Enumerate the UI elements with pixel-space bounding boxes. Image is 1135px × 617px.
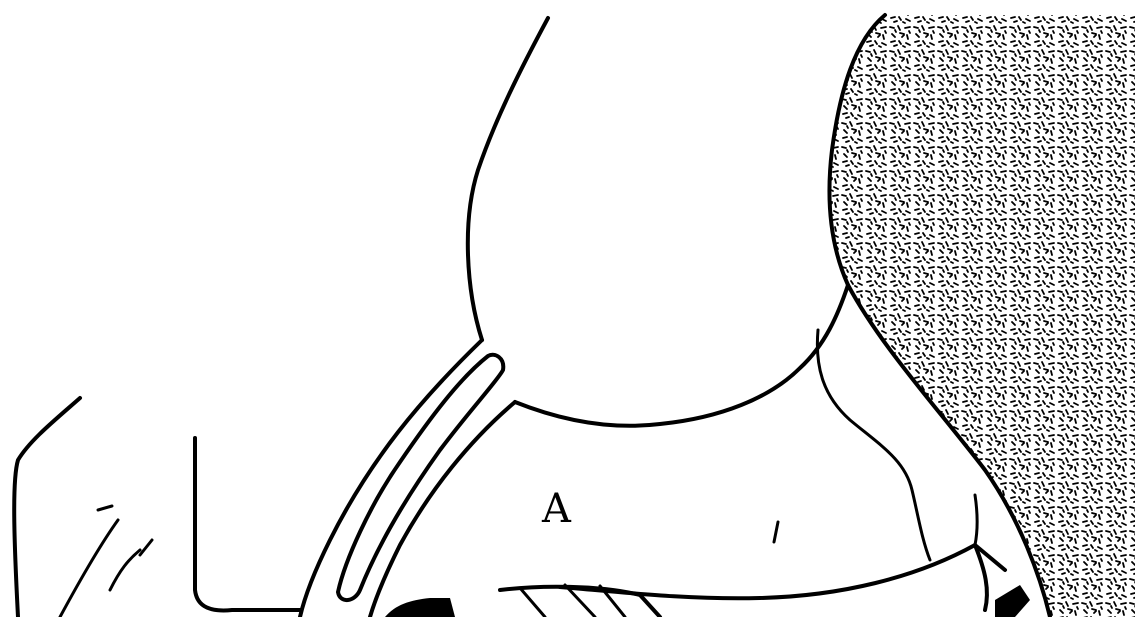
channel-inner-line — [370, 402, 515, 617]
rounded-structure-lower-curve — [515, 285, 848, 426]
left-fibers-2 — [98, 506, 112, 510]
channel-capsule — [338, 355, 503, 600]
bottom-dark-wedge — [995, 585, 1030, 617]
left-fibers-3 — [140, 540, 152, 555]
membrane-line-2 — [975, 495, 977, 545]
region-a-label: A — [541, 486, 572, 532]
bottom-striation-1 — [520, 588, 545, 617]
small-mark — [774, 522, 778, 542]
left-fibers-1 — [60, 520, 118, 617]
rounded-structure-outline — [468, 18, 548, 340]
left-bracket-outline — [195, 438, 300, 610]
bottom-dark-structure — [385, 598, 455, 617]
left-edge-outline — [14, 398, 80, 617]
stippled-tissue-region — [829, 15, 1135, 617]
left-fibers-4 — [110, 550, 140, 590]
